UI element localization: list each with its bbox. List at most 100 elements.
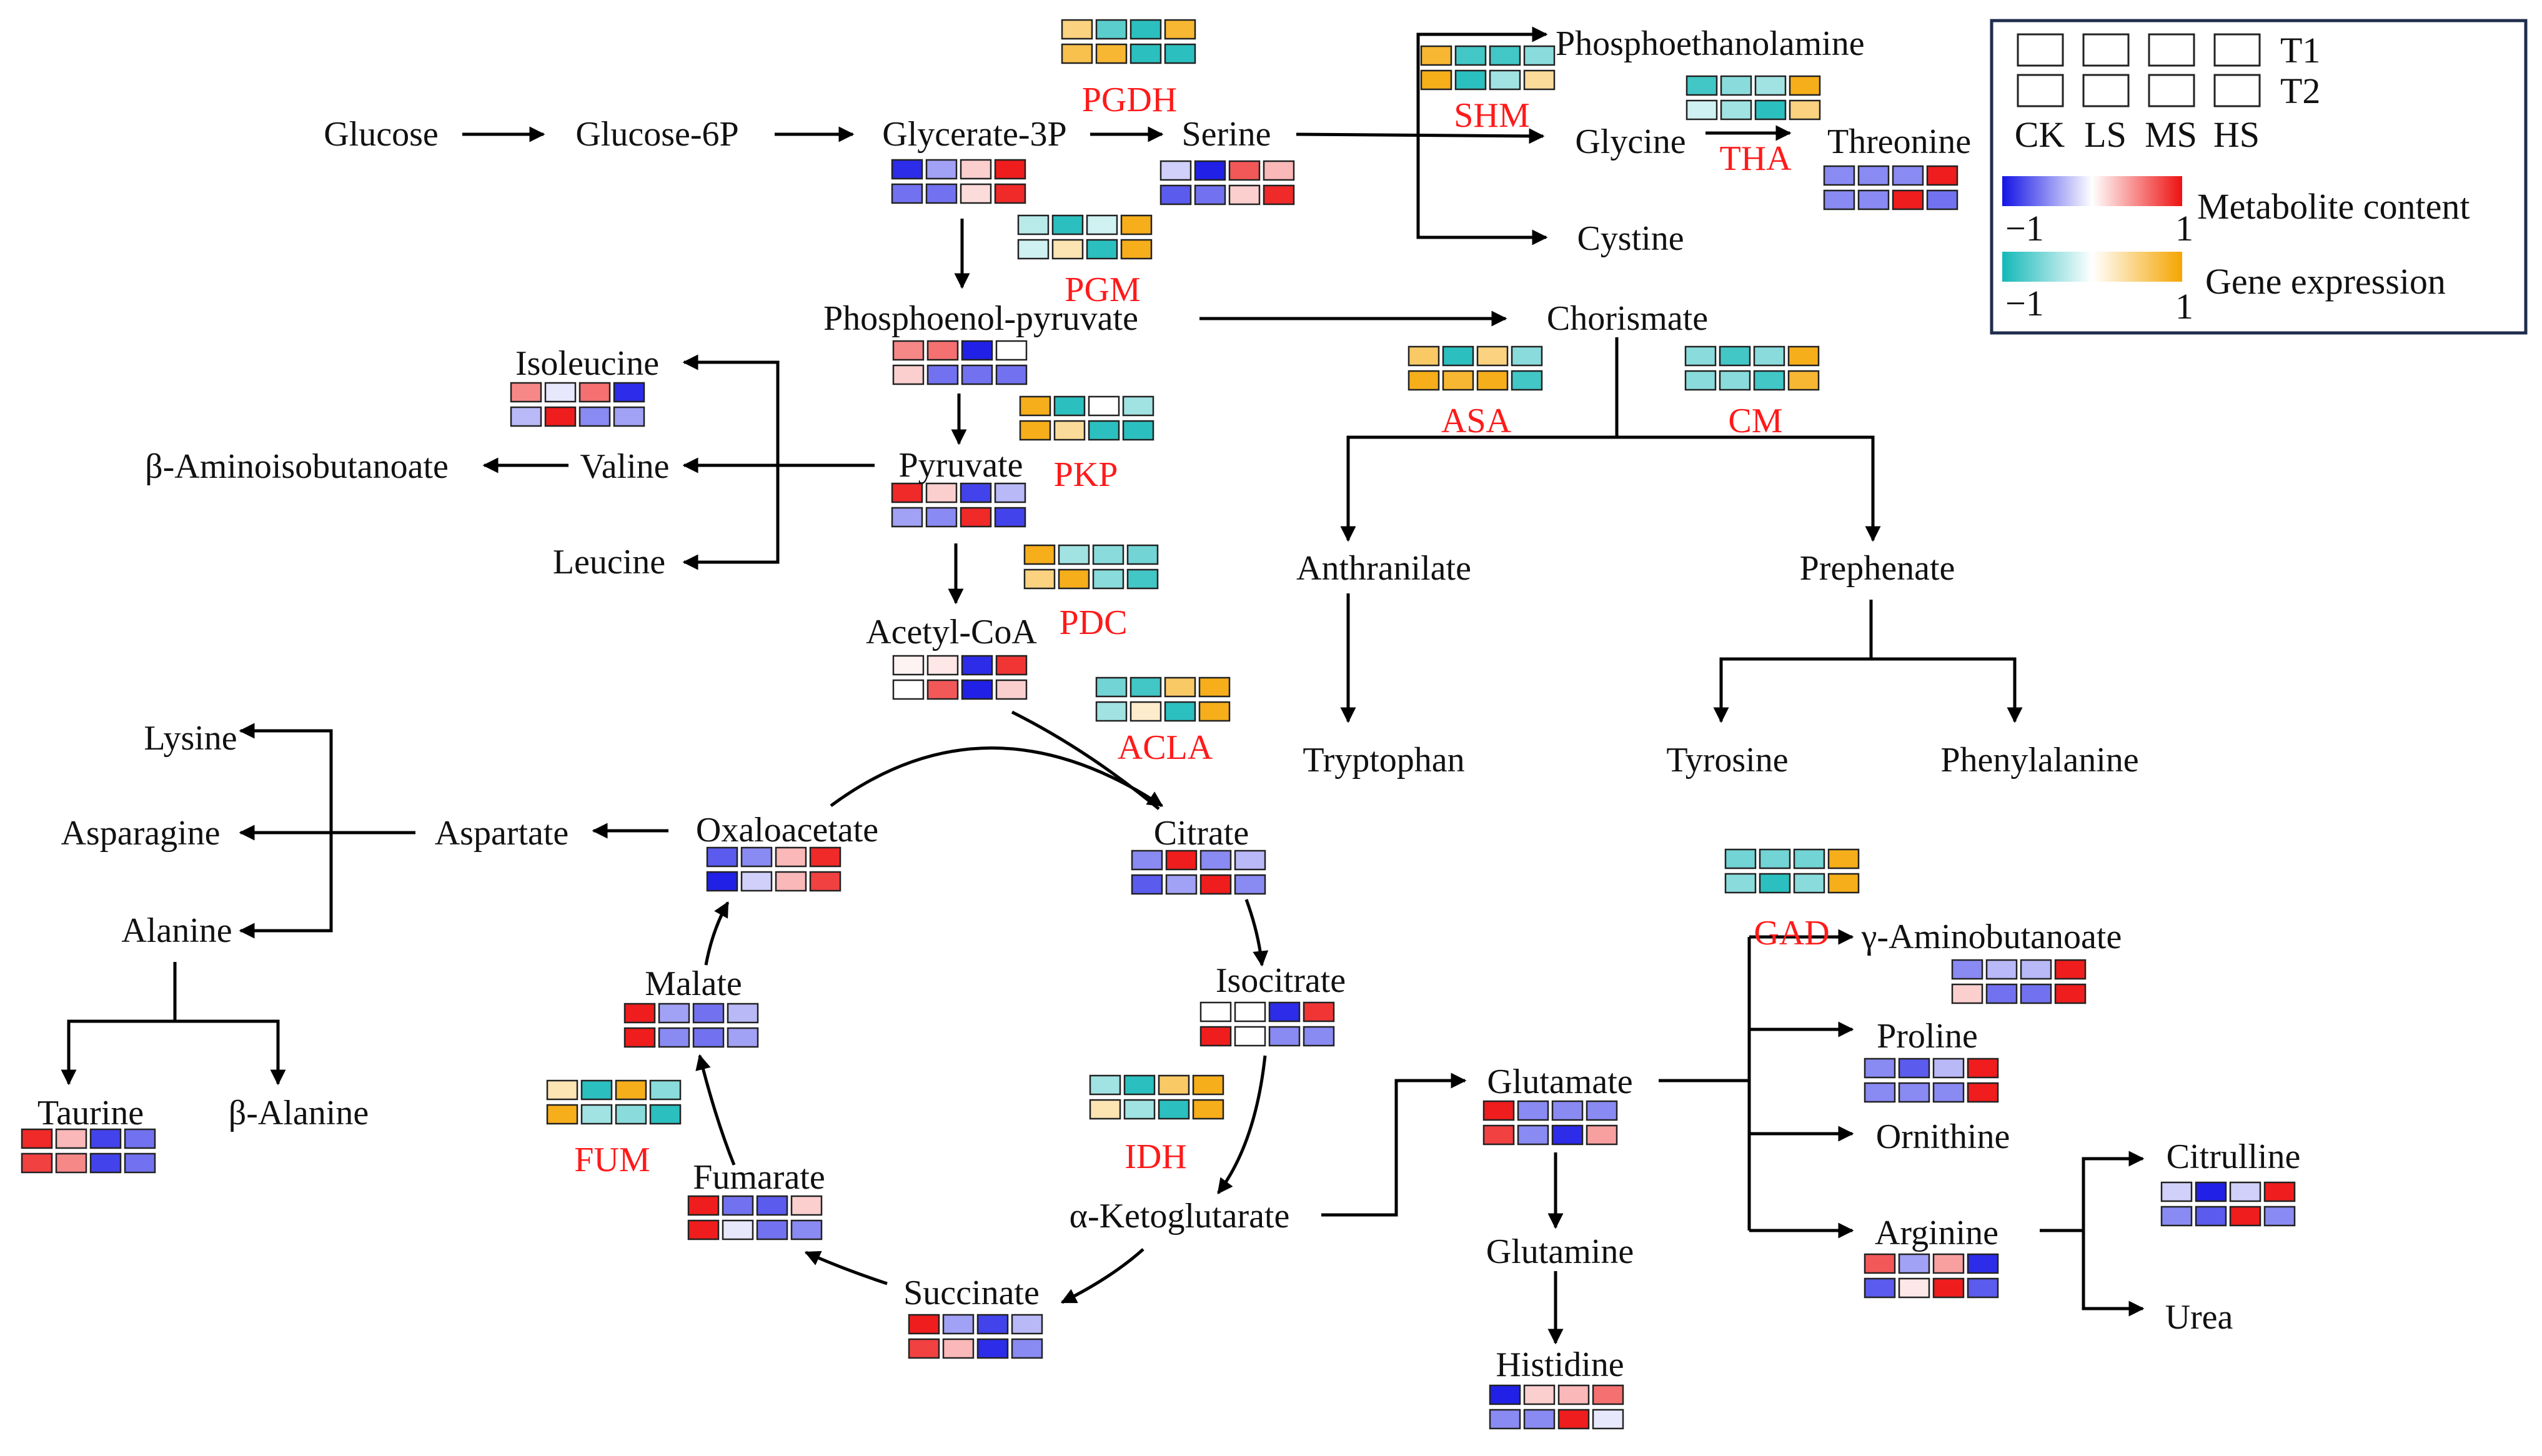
heatmap-cell <box>1130 43 1162 64</box>
heatmap-cell <box>692 1003 725 1024</box>
heatmap-cell <box>2263 1206 2296 1227</box>
heatmap-cell <box>1724 848 1757 869</box>
heatmap-cell <box>942 1338 975 1359</box>
label-phosphoethanolamine: Phosphoethanolamine <box>1556 24 1865 63</box>
legend-col-ms: MS <box>2145 114 2197 155</box>
heatmap-cell <box>1061 19 1093 40</box>
label-shm: SHM <box>1454 96 1529 135</box>
heatmap-asa <box>1408 345 1543 391</box>
label-malate: Malate <box>645 964 742 1003</box>
heatmap-cell <box>1086 239 1118 260</box>
heatmap-cell <box>925 507 958 528</box>
heatmap-cell <box>2229 1206 2261 1227</box>
heatmap-cell <box>1198 676 1231 698</box>
heatmap-cell <box>1857 165 1890 186</box>
heatmap-cell <box>1088 420 1120 441</box>
edges <box>61 26 2145 1345</box>
heatmap-cell <box>1511 345 1543 367</box>
label-pyruvate: Pyruvate <box>898 446 1023 485</box>
heatmap-cell <box>1092 568 1125 590</box>
heatmap-cell <box>926 364 959 385</box>
edge-arginine-citrulline <box>2082 1151 2145 1231</box>
heatmap-cell <box>756 1195 788 1216</box>
heatmap-cell <box>510 406 542 427</box>
label-ornithine: Ornithine <box>1876 1117 2010 1156</box>
heatmap-cell <box>1088 395 1120 417</box>
heatmap-cell <box>1058 568 1090 590</box>
label-succinate: Succinate <box>903 1274 1040 1312</box>
heatmap-cell <box>892 340 925 361</box>
heatmap-cell <box>1199 874 1232 895</box>
heatmap-cell <box>2020 959 2052 980</box>
heatmap-cell <box>1164 19 1196 40</box>
legend-gene-max: 1 <box>2175 286 2193 327</box>
heatmap-cell <box>1753 345 1785 367</box>
heatmap-cell <box>1123 1074 1156 1096</box>
heatmap-cell <box>1476 370 1509 391</box>
heatmap-cell <box>1551 1124 1584 1146</box>
heatmap-cell <box>1684 345 1717 367</box>
heatmap-cell <box>1234 1026 1266 1047</box>
heatmap-cell <box>892 364 925 385</box>
heatmap-cell <box>942 1314 975 1335</box>
heatmap-cell <box>1926 189 1959 210</box>
heatmap-cell <box>1126 544 1159 565</box>
legend-col-ck: CK <box>2015 114 2065 155</box>
label-tyrosine: Tyrosine <box>1666 741 1788 780</box>
heatmap-cell <box>1759 873 1791 894</box>
heatmap-gamma-aminobutanoate <box>1951 959 2087 1004</box>
heatmap-citrate <box>1131 849 1266 895</box>
heatmap-cell <box>1442 370 1474 391</box>
heatmap-cell <box>1120 214 1153 235</box>
heatmap-cell <box>1951 959 1983 980</box>
heatmap-cell <box>1985 983 2018 1004</box>
heatmap-cell <box>615 1104 647 1125</box>
heatmap-cell <box>1158 1099 1190 1120</box>
heatmap-cell <box>1303 1026 1335 1047</box>
heatmap-cell <box>1827 848 1860 869</box>
heatmap-cell <box>1011 1338 1043 1359</box>
heatmap-cell <box>1967 1277 1999 1299</box>
label-asa: ASA <box>1441 402 1512 440</box>
label-idh: IDH <box>1125 1137 1187 1176</box>
heatmap-cell <box>1420 69 1452 91</box>
heatmap-cell <box>775 871 807 892</box>
enzyme-labels: PGDH SHM THA PGM ASA CM PKP PDC ACLA GAD… <box>574 81 1829 1179</box>
label-alpha-ketoglutarate: α-Ketoglutarate <box>1070 1197 1290 1236</box>
label-glucose: Glucose <box>324 115 439 154</box>
heatmap-cell <box>1517 1100 1549 1121</box>
heatmap-cell <box>1092 544 1125 565</box>
heatmap-serine <box>1159 160 1295 206</box>
heatmap-histidine <box>1489 1384 1624 1430</box>
heatmap-cell <box>1234 849 1266 871</box>
heatmap-cell <box>1408 345 1440 367</box>
label-serine: Serine <box>1181 115 1271 154</box>
edge-branch-lysine <box>239 723 333 833</box>
heatmap-cell <box>1023 568 1056 590</box>
heatmap-cell <box>995 679 1028 700</box>
heatmap-cell <box>1482 1100 1515 1121</box>
heatmap-cell <box>510 382 542 403</box>
heatmap-cell <box>1823 165 1855 186</box>
heatmap-cell <box>1523 45 1556 66</box>
label-acla: ACLA <box>1118 728 1213 767</box>
heatmap-cell <box>2160 1181 2193 1202</box>
heatmap-cell <box>658 1027 690 1048</box>
heatmap-cell <box>994 507 1026 528</box>
heatmap-cell <box>1095 676 1128 698</box>
heatmap-cell <box>1017 214 1050 235</box>
heatmap-cell <box>1932 1253 1965 1274</box>
label-citrulline: Citrulline <box>2167 1137 2301 1176</box>
heatmap-cell <box>892 679 925 700</box>
heatmap-cell <box>615 1079 647 1101</box>
heatmap-cell <box>1586 1124 1618 1146</box>
heatmap-cell <box>926 655 959 676</box>
heatmap-cell <box>89 1128 122 1149</box>
heatmap-cell <box>1489 69 1521 91</box>
heatmap-cell <box>687 1195 720 1216</box>
label-asparagine: Asparagine <box>61 814 220 853</box>
edge-isocitrate-akg <box>1216 1055 1267 1195</box>
heatmap-cell <box>960 482 992 503</box>
heatmap-cell <box>1123 1099 1156 1120</box>
heatmap-cell <box>756 1219 788 1241</box>
